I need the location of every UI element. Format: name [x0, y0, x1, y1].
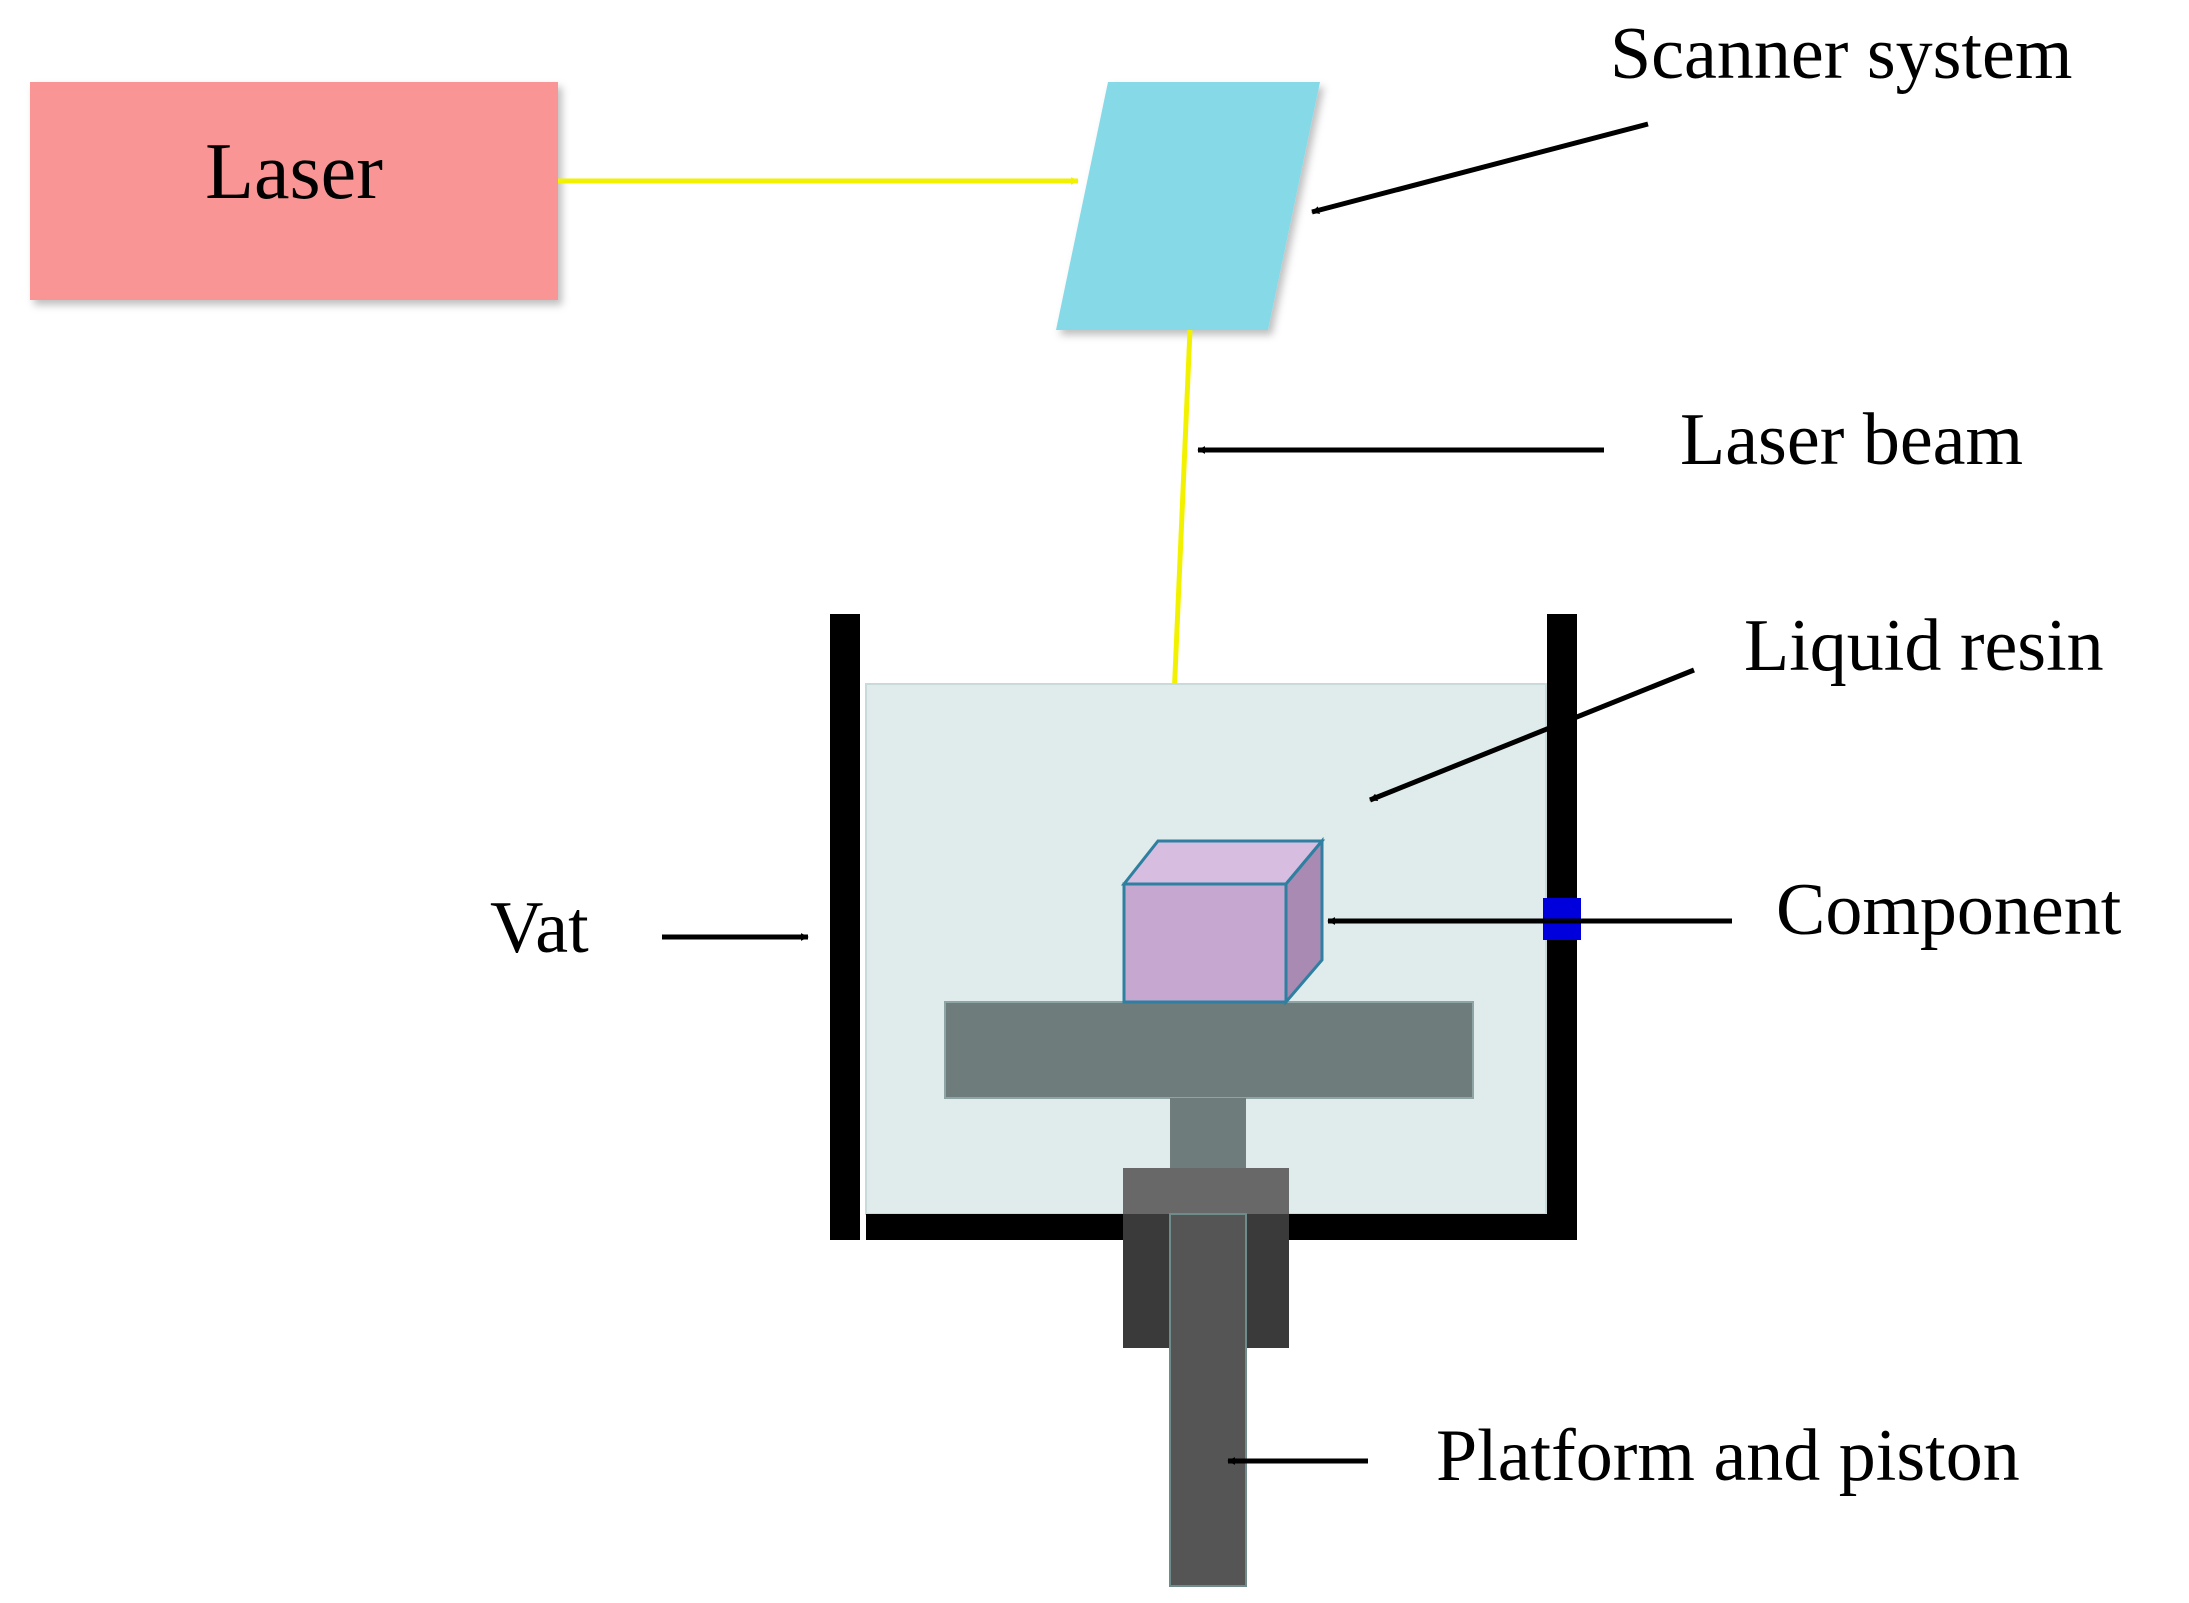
- vat-left-wall: [830, 614, 860, 1240]
- scanner-mirror: [1056, 82, 1320, 330]
- vat-label: Vat: [490, 887, 589, 969]
- scanner-system-label: Scanner system: [1610, 13, 2072, 95]
- liquid-resin-label: Liquid resin: [1744, 605, 2104, 687]
- piston-collar-top: [1123, 1168, 1289, 1214]
- component-front-face: [1122, 882, 1288, 1004]
- liquid-resin-pointer-arrow: [1369, 667, 1695, 803]
- scanner-pointer-arrow: [1311, 121, 1649, 215]
- platform-and-piston-label: Platform and piston: [1436, 1415, 2020, 1497]
- laser-box: [30, 82, 558, 300]
- piston-rod-lower: [1169, 1213, 1247, 1587]
- component-label: Component: [1776, 869, 2122, 951]
- component-cube: [1120, 836, 1326, 1007]
- laser-beam-label: Laser beam: [1680, 399, 2023, 481]
- build-platform: [944, 1001, 1474, 1099]
- laser-label: Laser: [205, 128, 383, 216]
